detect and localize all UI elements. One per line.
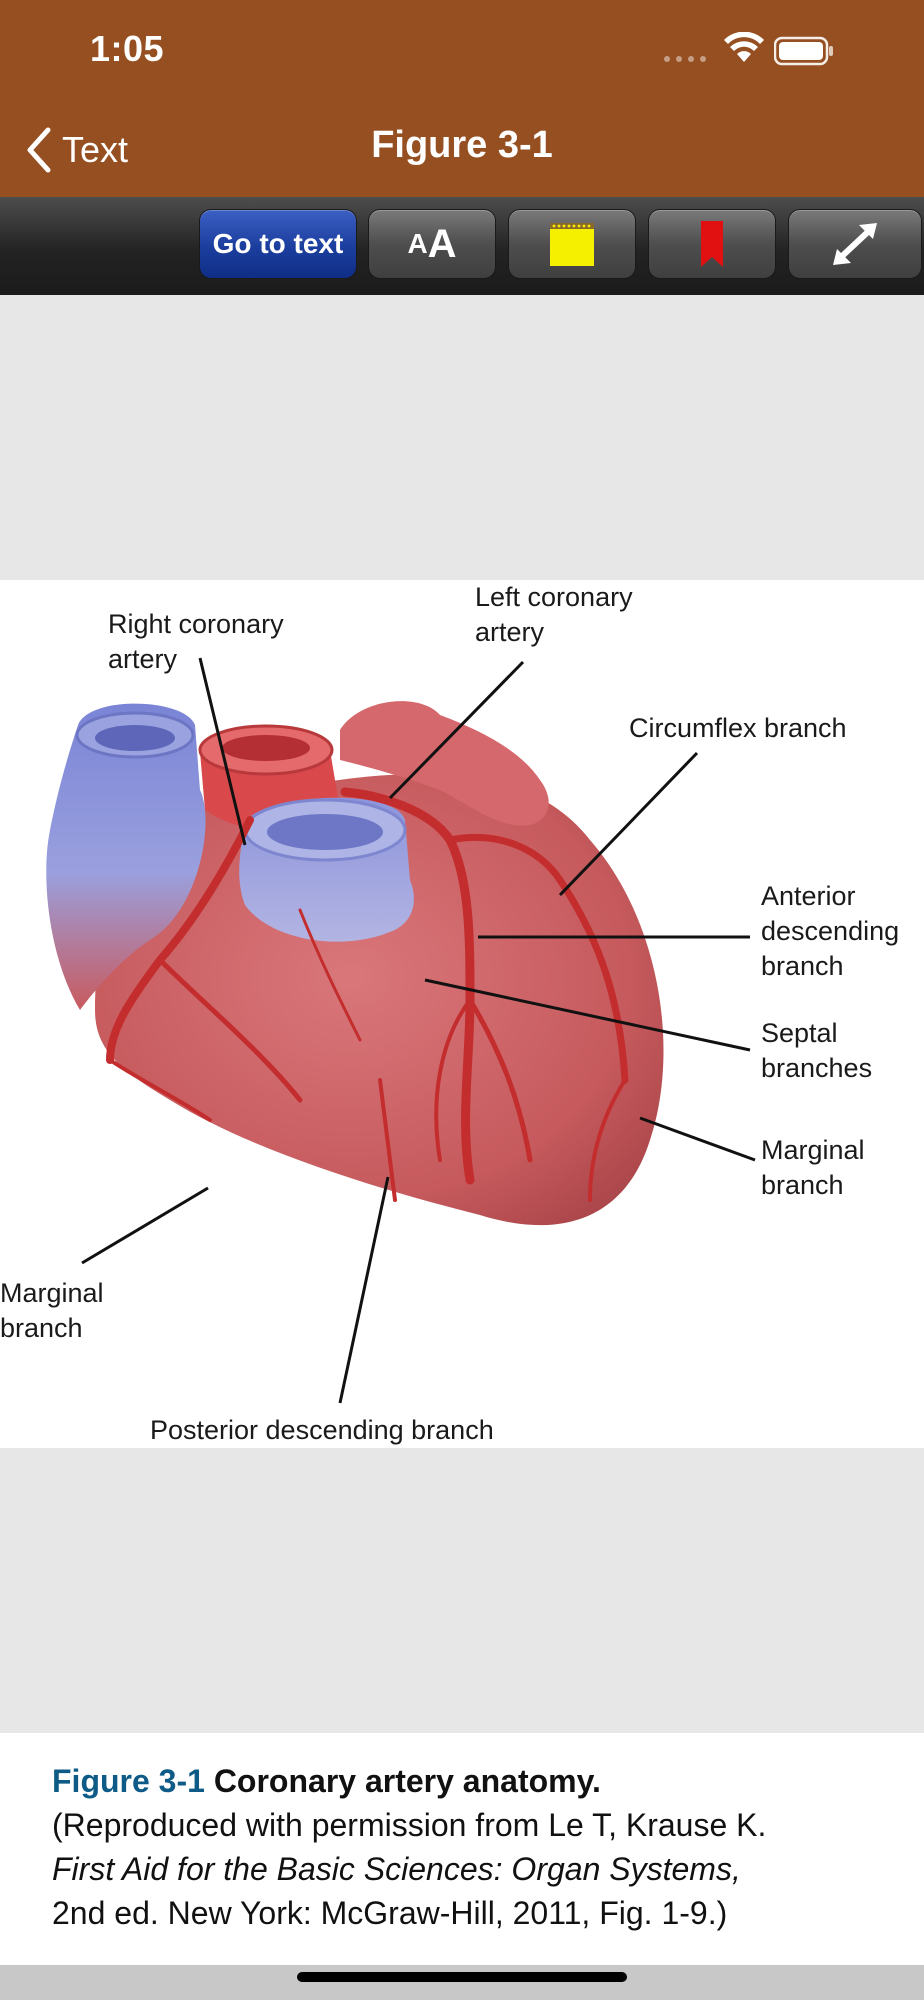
caption-title: Coronary artery anatomy. <box>213 1763 601 1799</box>
label-anterior-descending-branch: Anterior descending branch <box>761 881 900 981</box>
expand-button[interactable] <box>788 209 922 279</box>
caption-book-title: First Aid for the Basic Sciences: Organ … <box>52 1851 741 1887</box>
label-left-coronary-artery: Left coronary artery <box>475 582 633 647</box>
font-size-small-icon: A <box>407 228 428 259</box>
signal-icon <box>664 56 706 62</box>
label-circumflex-branch: Circumflex branch <box>629 713 847 743</box>
navigation-bar: 1:05 Text Figure 3-1 <box>0 0 924 197</box>
heart-illustration <box>46 657 756 1404</box>
caption-heading: Figure 3-1 Coronary artery anatomy. <box>52 1759 872 1803</box>
label-marginal-branch-right: Marginal branch <box>761 1135 865 1200</box>
label-right-coronary-artery: Right coronary artery <box>108 609 284 674</box>
expand-icon <box>833 223 877 265</box>
home-indicator-area <box>0 1965 924 2000</box>
status-time: 1:05 <box>90 28 165 69</box>
figure-caption: Figure 3-1 Coronary artery anatomy. (Rep… <box>0 1733 924 1965</box>
wifi-icon <box>724 32 764 62</box>
go-to-text-button[interactable]: Go to text <box>199 209 357 279</box>
back-button[interactable]: Text <box>24 120 128 180</box>
caption-publication-line: 2nd ed. New York: McGraw-Hill, 2011, Fig… <box>52 1895 728 1931</box>
bookmark-icon <box>701 221 723 267</box>
bookmark-button[interactable] <box>648 209 776 279</box>
home-indicator[interactable] <box>297 1972 627 1982</box>
figure-image[interactable]: Right coronary artery Left coronary arte… <box>0 580 924 1448</box>
note-icon <box>550 223 594 266</box>
status-icons <box>664 30 884 70</box>
back-label: Text <box>62 129 129 170</box>
label-septal-branches: Septal branches <box>761 1018 873 1083</box>
page-title: Figure 3-1 <box>371 124 553 166</box>
chevron-left-icon <box>27 127 51 173</box>
note-button[interactable] <box>508 209 636 279</box>
label-posterior-descending-branch: Posterior descending branch <box>150 1415 494 1445</box>
caption-credit-line: (Reproduced with permission from Le T, K… <box>52 1807 767 1843</box>
battery-icon <box>774 36 833 66</box>
label-marginal-branch-left: Marginal branch <box>0 1278 104 1343</box>
caption-figure-label: Figure 3-1 <box>52 1763 205 1799</box>
font-size-large-icon: A <box>427 221 457 266</box>
